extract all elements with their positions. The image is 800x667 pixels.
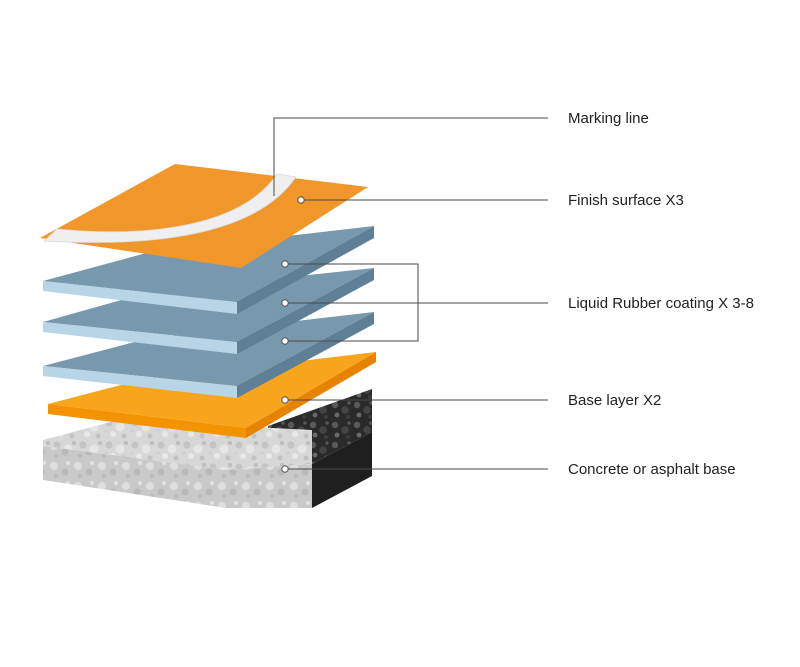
leader-dots (281, 196, 305, 473)
label-concrete-base: Concrete or asphalt base (568, 461, 736, 478)
marking-line-stripe (43, 173, 297, 243)
label-base-layer: Base layer X2 (568, 392, 661, 409)
liquid-rubber-layer-3 (43, 226, 374, 314)
finish-surface (40, 164, 368, 268)
leader-lines (273, 117, 548, 470)
label-finish-surface: Finish surface X3 (568, 192, 684, 209)
label-liquid-rubber: Liquid Rubber coating X 3-8 (568, 295, 754, 312)
label-marking-line: Marking line (568, 110, 649, 127)
